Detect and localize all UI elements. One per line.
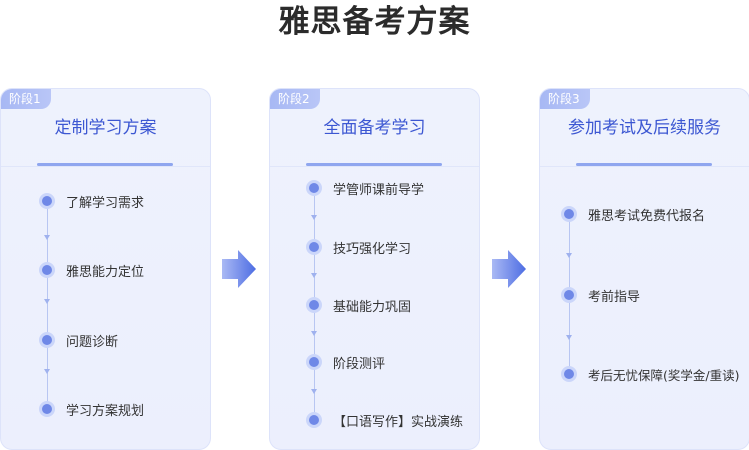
timeline-dot-icon <box>309 183 319 193</box>
stage-title: 定制学习方案 <box>54 118 157 138</box>
step-label: 雅思考试免费代报名 <box>588 208 706 224</box>
step-item: 【口语写作】实战演练 <box>309 409 463 431</box>
timeline-dot-icon <box>564 209 574 219</box>
step-label: 考前指导 <box>588 289 641 305</box>
title-underline <box>306 163 442 166</box>
step-item: 雅思考试免费代报名 <box>564 203 705 225</box>
stage-title: 参加考试及后续服务 <box>568 118 721 138</box>
card-divider <box>270 166 479 167</box>
step-label: 问题诊断 <box>66 334 119 350</box>
step-label: 学习方案规划 <box>66 403 145 419</box>
timeline-dot-icon <box>42 404 52 414</box>
timeline-dot-icon <box>564 369 574 379</box>
step-label: 基础能力巩固 <box>333 299 412 315</box>
step-item: 考前指导 <box>564 284 640 306</box>
arrow-right-icon <box>492 250 526 288</box>
chevron-down-icon <box>311 273 317 278</box>
step-item: 考后无忧保障(奖学金/重读) <box>564 363 739 385</box>
step-item: 雅思能力定位 <box>42 259 144 281</box>
step-label: 阶段测评 <box>333 356 386 372</box>
step-item: 阶段测评 <box>309 351 385 373</box>
chevron-down-icon <box>311 331 317 336</box>
chevron-down-icon <box>566 335 572 340</box>
step-label: 【口语写作】实战演练 <box>333 414 464 430</box>
title-underline <box>576 163 712 166</box>
step-item: 技巧强化学习 <box>309 236 411 258</box>
chevron-down-icon <box>44 369 50 374</box>
step-label: 学管师课前导学 <box>333 182 425 198</box>
timeline-dot-icon <box>42 265 52 275</box>
timeline-dot-icon <box>309 242 319 252</box>
timeline-dot-icon <box>309 357 319 367</box>
step-item: 问题诊断 <box>42 329 118 351</box>
page-title: 雅思备考方案 <box>278 4 471 40</box>
stage-badge: 阶段3 <box>540 89 590 109</box>
card-divider <box>1 166 210 167</box>
timeline-dot-icon <box>564 290 574 300</box>
timeline-dot-icon <box>42 335 52 345</box>
stage-badge: 阶段1 <box>1 89 51 109</box>
step-label: 考后无忧保障(奖学金/重读) <box>588 367 740 383</box>
step-item: 学管师课前导学 <box>309 177 424 199</box>
step-label: 了解学习需求 <box>66 195 145 211</box>
stage-badge: 阶段2 <box>270 89 320 109</box>
chevron-down-icon <box>311 215 317 220</box>
timeline-dot-icon <box>309 415 319 425</box>
title-underline <box>37 163 173 166</box>
chevron-down-icon <box>44 235 50 240</box>
step-item: 了解学习需求 <box>42 190 144 212</box>
timeline-dot-icon <box>309 300 319 310</box>
step-item: 基础能力巩固 <box>309 294 411 316</box>
step-label: 雅思能力定位 <box>66 264 145 280</box>
chevron-down-icon <box>311 389 317 394</box>
stage-card-2: 阶段2 全面备考学习 学管师课前导学 技巧强化学习 基础能力巩固 阶段测评 【口… <box>269 88 480 450</box>
timeline-dot-icon <box>42 196 52 206</box>
chevron-down-icon <box>566 253 572 258</box>
stage-card-3: 阶段3 参加考试及后续服务 雅思考试免费代报名 考前指导 考后无忧保障(奖学金/… <box>539 88 749 450</box>
chevron-down-icon <box>44 299 50 304</box>
stage-card-1: 阶段1 定制学习方案 了解学习需求 雅思能力定位 问题诊断 学习方案规划 <box>0 88 211 450</box>
timeline-line <box>47 201 48 411</box>
card-divider <box>540 166 749 167</box>
arrow-right-icon <box>222 250 256 288</box>
step-item: 学习方案规划 <box>42 398 144 420</box>
step-label: 技巧强化学习 <box>333 241 412 257</box>
stage-title: 全面备考学习 <box>323 118 426 138</box>
